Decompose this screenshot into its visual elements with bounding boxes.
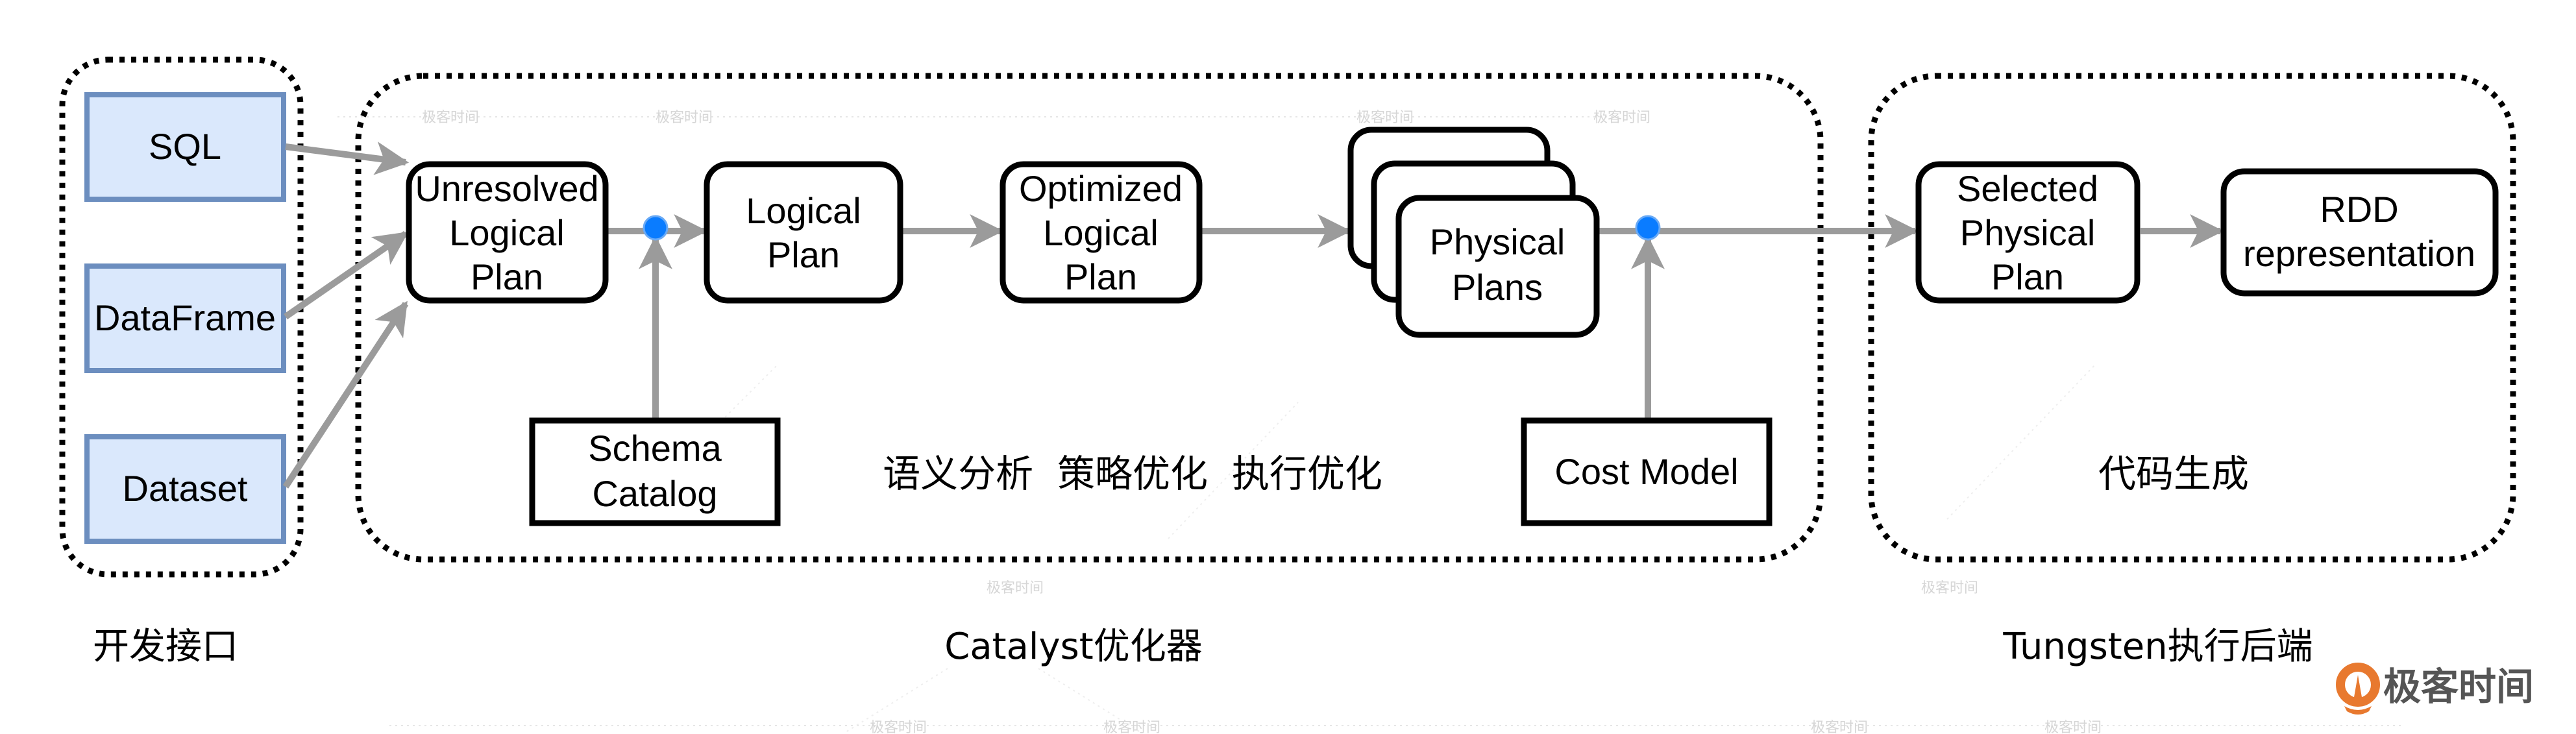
watermark-guide-line — [1168, 402, 1299, 539]
node-label-line: Logical — [449, 212, 564, 253]
node-label-line: Catalog — [592, 473, 717, 514]
brand-logo-text: 极客时间 — [2383, 665, 2534, 709]
catalyst-group-label: Catalyst优化器 — [944, 626, 1203, 668]
watermark-layer: 极客时间 极客时间 极客时间 极客时间 极客时间 极客时间 极客时间 极客时间 … — [337, 110, 2401, 734]
api-box-label: SQL — [149, 126, 221, 167]
node-rdd-representation[interactable]: RDD representation — [2220, 168, 2499, 297]
api-box-sql[interactable]: SQL — [84, 92, 286, 202]
node-label-line: Logical — [746, 190, 861, 231]
node-label-line: Plan — [1064, 256, 1137, 297]
watermark: 极客时间 — [870, 720, 927, 734]
node-logical-plan[interactable]: Logical Plan — [704, 161, 903, 304]
api-group-label: 开发接口 — [93, 626, 238, 668]
watermark-guide-line — [687, 363, 779, 455]
node-label-line: Logical — [1043, 212, 1158, 253]
node-label-line: Plans — [1452, 267, 1543, 308]
node-label-line: Plan — [1991, 256, 2064, 297]
physical-plan-card-front — [1395, 195, 1600, 338]
node-label-line: Unresolved — [415, 168, 598, 209]
catalyst-group-container — [355, 73, 1824, 563]
node-physical-plans[interactable]: Physical Plans — [1347, 127, 1600, 338]
tungsten-stages-caption: 代码生成 — [2098, 452, 2249, 496]
node-label-line: Schema — [588, 428, 722, 469]
tungsten-group-label: Tungsten执行后端 — [2002, 626, 2312, 668]
node-label-line: RDD — [2320, 189, 2398, 230]
node-schema-catalog[interactable]: Schema Catalog — [529, 417, 781, 526]
node-label-line: Physical — [1960, 212, 2096, 253]
api-box-label: DataFrame — [94, 297, 276, 338]
api-box-dataframe[interactable]: DataFrame — [84, 263, 286, 373]
junction-dot-cost — [1635, 215, 1661, 241]
watermark: 极客时间 — [2044, 720, 2102, 734]
node-label-line: Plan — [767, 234, 840, 275]
node-label-line: Cost Model — [1554, 451, 1738, 492]
arrow-sql-to-unresolved — [285, 141, 410, 175]
api-group-container — [59, 56, 304, 578]
tungsten-group-container — [1868, 73, 2516, 563]
node-label-line: Optimized — [1019, 168, 1183, 209]
node-optimized-logical-plan[interactable]: Optimized Logical Plan — [1000, 161, 1203, 304]
brand-logo: 极客时间 — [2336, 663, 2534, 715]
watermark-guide-line — [1946, 363, 2097, 520]
watermark: 极客时间 — [1356, 110, 1414, 126]
node-unresolved-logical-plan[interactable]: Unresolved Logical Plan — [406, 161, 609, 304]
watermark: 极客时间 — [1811, 720, 1868, 734]
node-label-line: Plan — [471, 256, 543, 297]
arrow-dataset-to-unresolved — [282, 300, 409, 489]
catalyst-stages-caption: 语义分析 策略优化 执行优化 — [883, 452, 1382, 496]
node-selected-physical-plan[interactable]: Selected Physical Plan — [1915, 161, 2141, 304]
node-cost-model[interactable]: Cost Model — [1521, 417, 1773, 526]
node-label-line: Physical — [1430, 221, 1565, 262]
watermark: 极客时间 — [1103, 720, 1160, 734]
junction-dot-analysis — [643, 215, 669, 241]
watermark: 极客时间 — [656, 110, 713, 126]
api-box-dataset[interactable]: Dataset — [84, 434, 286, 544]
api-box-label: Dataset — [123, 468, 248, 509]
watermark: 极客时间 — [1921, 580, 1978, 596]
watermark: 极客时间 — [422, 110, 479, 126]
node-label-line: representation — [2243, 233, 2475, 274]
arrow-dataframe-to-unresolved — [284, 230, 409, 320]
brand-logo-icon — [2336, 663, 2380, 715]
node-label-line: Selected — [1957, 168, 2098, 209]
watermark: 极客时间 — [987, 580, 1044, 596]
watermark: 极客时间 — [1593, 110, 1650, 126]
